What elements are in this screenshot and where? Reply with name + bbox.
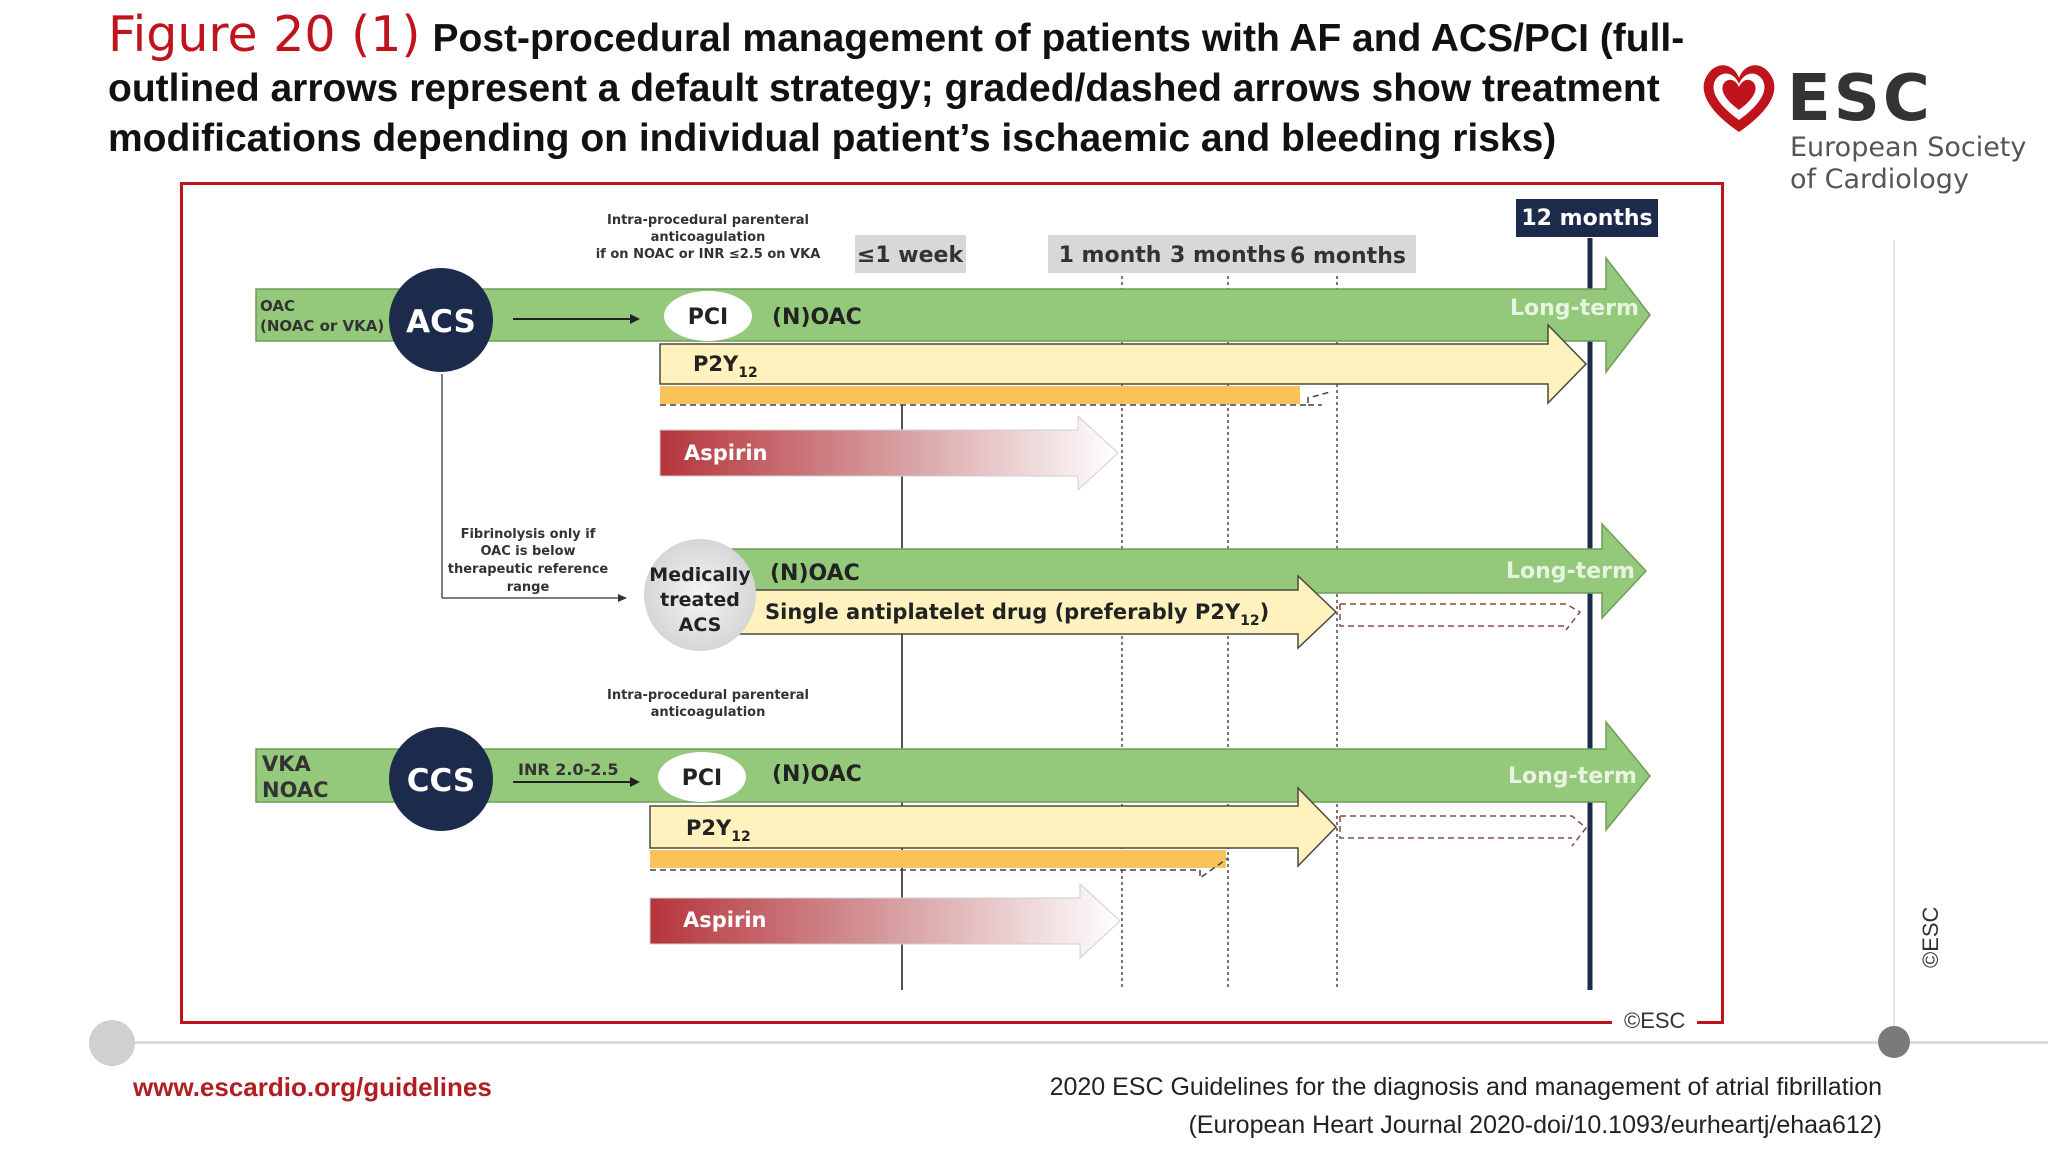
lane3-connector-head — [630, 777, 640, 787]
footer-dot-left — [89, 1020, 135, 1066]
title-line-2: outlined arrows represent a default stra… — [108, 67, 1660, 110]
acs-circle — [389, 268, 493, 372]
lane3-p2y12-arrow — [649, 786, 1338, 868]
week-label: ≤1 week — [857, 243, 965, 268]
lane3-aspirin-label: Aspirin — [683, 908, 767, 932]
diagram-copyright: ©ESC — [1612, 1008, 1698, 1034]
lane3-pci-label: PCI — [682, 766, 722, 791]
ccs-circle — [389, 727, 493, 831]
lane3-long-term: Long-term — [1508, 764, 1637, 789]
footer-dot-right — [1878, 1026, 1910, 1058]
title-line-1: Figure 20 (1)Post-procedural management … — [108, 6, 1685, 63]
citation: 2020 ESC Guidelines for the diagnosis an… — [1050, 1068, 1882, 1144]
lane3-p2y12-label: P2Y12 — [686, 816, 751, 845]
fibrinolysis-note-3: therapeutic reference — [448, 562, 609, 577]
lane2-single-antiplatelet-label: Single antiplatelet drug (preferably P2Y… — [765, 600, 1269, 629]
week-box — [855, 235, 966, 273]
month3-label: 3 months — [1170, 243, 1286, 268]
lane1-p2y12-arrow — [659, 323, 1588, 405]
lane2-single-antiplatelet-arrow — [719, 574, 1338, 650]
medically-treated-3: ACS — [679, 614, 722, 636]
lane1-p2y12-extension — [660, 386, 1300, 404]
fibrinolysis-note-2: OAC is below — [480, 544, 575, 559]
lane3-entry-2: NOAC — [262, 778, 329, 802]
lane1-oac-label: (N)OAC — [772, 305, 862, 330]
lane3-aspirin-arrow — [649, 882, 1121, 960]
citation-line-1: 2020 ESC Guidelines for the diagnosis an… — [1049, 1073, 1882, 1101]
lane1-connector-head — [630, 314, 640, 324]
lane1-pci-pill — [664, 291, 752, 341]
fibrinolysis-note-1: Fibrinolysis only if — [461, 527, 596, 542]
medically-treated-1: Medically — [649, 564, 751, 586]
medically-treated-2: treated — [660, 589, 740, 611]
lane2-long-term: Long-term — [1506, 559, 1635, 584]
month6-label: 6 months — [1290, 244, 1406, 269]
fibrinolysis-note-4: range — [507, 580, 550, 595]
lane3-p2y12-extension — [650, 850, 1226, 868]
title-line-3: modifications depending on individual pa… — [108, 117, 1557, 160]
lane1-entry-2: (NOAC or VKA) — [260, 317, 384, 335]
lane3-oac-label: (N)OAC — [772, 762, 862, 787]
intra-note-top-2: anticoagulation — [651, 230, 766, 245]
fibrinolysis-arrowhead — [618, 594, 627, 602]
lane1-aspirin-label: Aspirin — [684, 441, 768, 465]
citation-line-2: (European Heart Journal 2020-doi/10.1093… — [1188, 1111, 1882, 1139]
lane2-oac-label: (N)OAC — [770, 561, 860, 586]
lane1-entry-1: OAC — [260, 297, 295, 315]
acs-label: ACS — [406, 304, 476, 340]
lane1-p2y12-label: P2Y12 — [693, 352, 758, 381]
lane3-dashed-extension — [1339, 815, 1588, 847]
heart-logo-icon — [1703, 65, 1775, 132]
medically-treated-circle — [644, 539, 756, 651]
guidelines-link[interactable]: www.escardio.org/guidelines — [133, 1072, 492, 1102]
figure-label: Figure 20 (1) — [108, 6, 421, 63]
lane1-aspirin-arrow — [659, 414, 1119, 492]
month12-box — [1516, 199, 1658, 237]
logo-acronym: ESC — [1787, 62, 1933, 136]
lane3-dashed-short — [650, 857, 1229, 880]
intra-note-mid-2: anticoagulation — [651, 705, 766, 720]
lane1-pci-label: PCI — [688, 305, 728, 330]
lane3-pci-pill — [658, 752, 746, 802]
intra-note-mid-1: Intra-procedural parenteral — [607, 688, 809, 703]
months-box — [1048, 235, 1416, 273]
lane3-entry-1: VKA — [262, 752, 312, 776]
logo-line-1: European Society — [1790, 132, 2027, 163]
logo-line-2: of Cardiology — [1790, 164, 1969, 195]
intra-note-top-3: if on NOAC or INR ≤2.5 on VKA — [596, 247, 821, 262]
diagram-frame — [180, 182, 1724, 1024]
lane2-dashed-extension — [1339, 603, 1582, 631]
month12-label: 12 months — [1521, 206, 1652, 231]
right-divider — [1893, 240, 1895, 1040]
page-title: Figure 20 (1)Post-procedural management … — [108, 10, 1708, 164]
ccs-label: CCS — [407, 763, 475, 799]
footer-divider — [110, 1041, 2048, 1044]
month1-label: 1 month — [1059, 243, 1162, 268]
inr-label: INR 2.0-2.5 — [518, 760, 619, 779]
lane1-dashed-extension — [660, 391, 1331, 406]
lane1-long-term: Long-term — [1510, 296, 1639, 321]
intra-note-top-1: Intra-procedural parenteral — [607, 213, 809, 228]
